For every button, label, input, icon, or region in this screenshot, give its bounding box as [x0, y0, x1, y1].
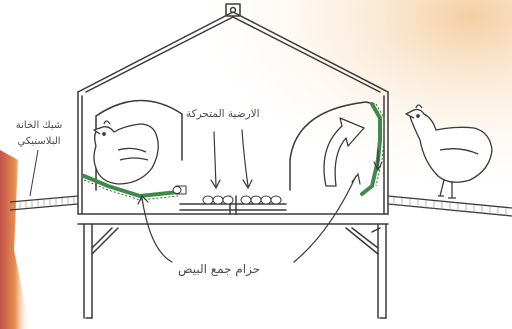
moving-floor-label: الارضية المتحركة [186, 108, 260, 120]
egg-collection-belt-label: حزام جمع البيض [178, 262, 260, 276]
plastic-mesh-label: شبك الخانة البلاستيكي [4, 118, 74, 150]
eggs-left-tray [203, 196, 233, 204]
plastic-mesh-label-line1: شبك الخانة [4, 118, 74, 134]
plastic-mesh-label-line2: البلاستيكي [4, 134, 74, 150]
egg-rolling [173, 187, 181, 194]
